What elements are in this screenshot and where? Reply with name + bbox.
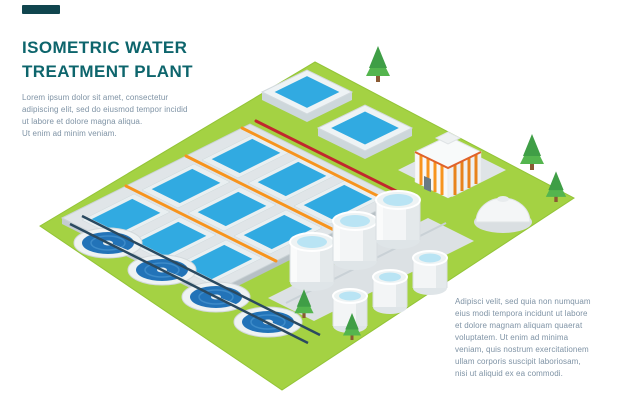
sedimentation-pool xyxy=(141,163,231,209)
pump-building xyxy=(398,131,506,199)
red-pipe xyxy=(254,119,408,198)
storage-tank xyxy=(332,211,378,271)
elevated-pool xyxy=(316,104,414,159)
storage-tank xyxy=(289,232,335,292)
roof-unit xyxy=(434,131,462,145)
sedimentation-pool xyxy=(187,186,277,232)
storage-tank xyxy=(372,269,408,315)
page-title-line1: ISOMETRIC WATER xyxy=(22,38,188,57)
page-title: ISOMETRIC WATER TREATMENT PLANT xyxy=(22,36,193,84)
orange-pipe xyxy=(240,126,394,205)
storage-tank xyxy=(375,190,421,250)
sedimentation-pool xyxy=(233,209,323,255)
logo-mark xyxy=(22,5,60,14)
tank-apron xyxy=(268,218,474,321)
dark-pipe xyxy=(69,222,309,345)
dome-reservoir xyxy=(474,196,532,233)
storage-tank xyxy=(412,250,448,296)
tree-icon xyxy=(520,134,544,170)
intro-paragraph: Lorem ipsum dolor sit amet, consectetur … xyxy=(22,93,188,138)
tree-icon xyxy=(366,46,390,82)
outro-paragraph: Adipisci velit, sed quia non numquam eiu… xyxy=(455,297,591,378)
dark-pipe xyxy=(81,214,321,337)
clarifier-basins xyxy=(69,214,321,345)
pool-pipes xyxy=(124,119,408,263)
building-door xyxy=(424,176,431,192)
elevated-pool xyxy=(260,69,354,122)
orange-pipe xyxy=(124,184,278,263)
page-title-line2: TREATMENT PLANT xyxy=(22,61,193,81)
roof-trim xyxy=(414,151,482,170)
orange-pipe xyxy=(184,154,338,233)
